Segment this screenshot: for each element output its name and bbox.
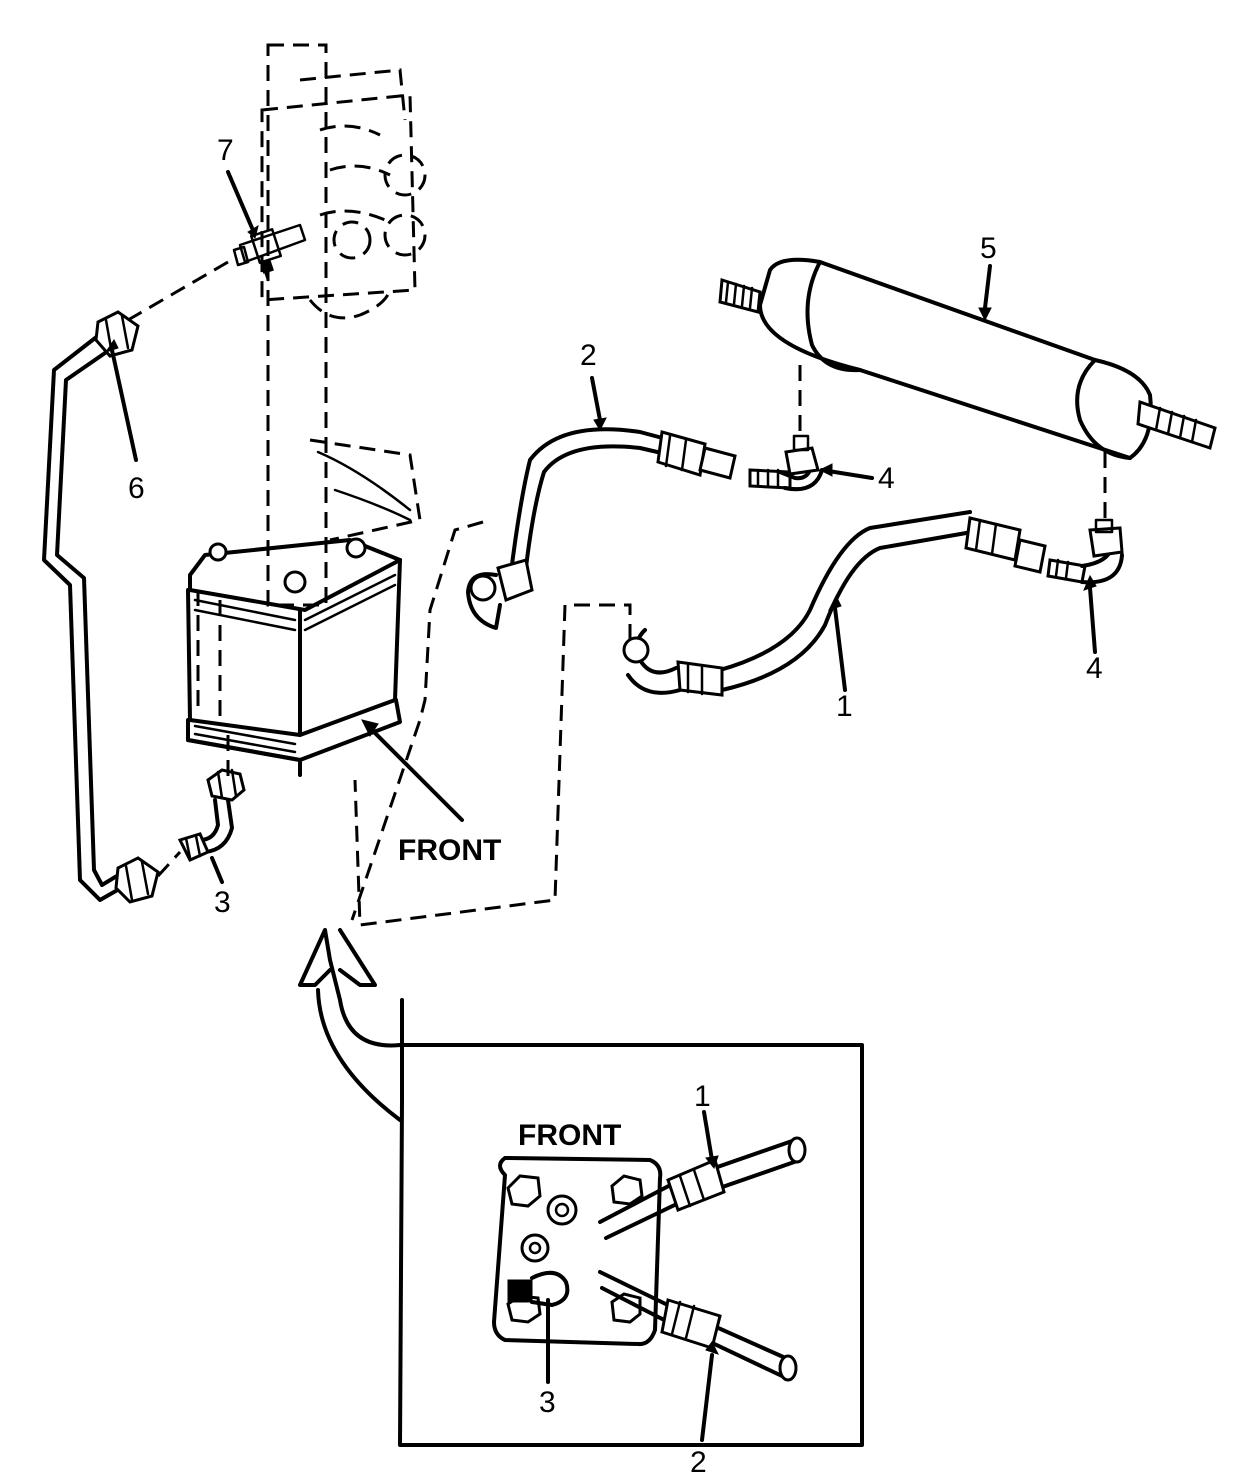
link-1-tank [353,603,632,927]
filter-item-5 [718,257,1217,460]
elbow-item-4-top [748,434,824,492]
elbow-item-3 [177,768,246,862]
reservoir-tank [186,438,422,777]
callout-inset-2: 2 [690,1446,707,1475]
view-arrow [298,928,864,1447]
callout-1: 1 [836,690,853,723]
callout-inset-1: 1 [694,1080,711,1113]
link-2-tank [350,520,484,921]
arrowhead-7 [247,224,259,239]
callout-4-top: 4 [878,462,895,495]
arrowhead-1 [828,594,842,611]
leader-1 [833,606,847,692]
view-arrow-shaft [316,988,402,1122]
callout-5: 5 [980,232,997,265]
inset-view [492,1136,807,1382]
leader-7 [226,170,254,230]
leader-4-bottom [1088,586,1097,654]
link-3-6 [156,850,182,878]
leader-inset-2 [700,1353,714,1442]
arrowhead-5 [978,307,992,322]
leader-inset-1 [702,1110,714,1162]
arrowhead-4-bottom [1083,574,1097,591]
front-label-inset: FRONT [518,1119,621,1152]
hose-item-1 [622,510,1047,697]
hose-item-2 [466,427,737,630]
leader-6 [110,348,138,462]
tube-item-6 [42,310,160,904]
arrowhead-inset-2 [705,1341,719,1355]
elbow-item-4-bottom [1046,518,1124,585]
arrowhead-6 [104,339,119,353]
callout-6: 6 [128,472,145,505]
arrowhead-4-top [818,463,833,477]
link-7-6 [127,260,229,322]
leader-3 [210,856,224,884]
fitting-item-7 [232,223,307,282]
front-arrowhead-main [361,719,379,737]
callout-3: 3 [214,886,231,919]
control-valve-phantom [260,43,427,607]
callout-inset-3: 3 [539,1386,556,1419]
leader-2 [590,376,602,422]
front-label-main: FRONT [398,834,501,867]
arrowhead-inset-1 [705,1155,719,1170]
callout-7: 7 [217,134,234,167]
callout-4-bottom: 4 [1086,652,1103,685]
callout-2: 2 [580,339,597,372]
leader-5 [983,264,992,310]
arrowhead-2 [593,417,607,432]
front-leader-main [368,726,464,822]
